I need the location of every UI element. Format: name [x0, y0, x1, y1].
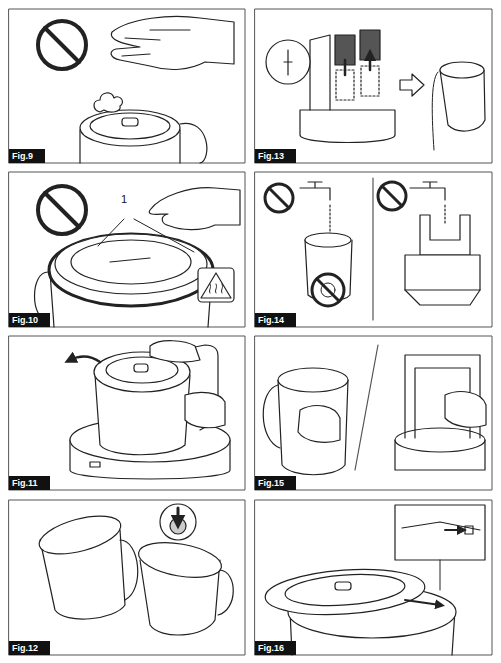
- fig14-art: [265, 178, 480, 320]
- fig13-art: [266, 30, 485, 150]
- fig12-art: [35, 504, 233, 635]
- hot-surface-symbol: [198, 268, 234, 302]
- figure-number: Fig.9: [12, 150, 33, 162]
- figure-tag: Fig.10: [9, 313, 50, 327]
- figure-number: Fig.14: [258, 314, 284, 326]
- figure-number: Fig.11: [12, 477, 38, 489]
- lid-ring: [49, 234, 213, 306]
- figure-tag: Fig.9: [9, 149, 45, 163]
- figure-tag: Fig.11: [9, 476, 50, 490]
- figure-number: Fig.13: [258, 150, 284, 162]
- fig9-art: [38, 17, 234, 163]
- fig10-art: [35, 186, 241, 327]
- callout-number: 1: [120, 193, 128, 205]
- figure-number: Fig.16: [258, 642, 284, 654]
- leader-line: [98, 219, 194, 252]
- fig16-art: [264, 505, 485, 655]
- figure-tag: Fig.13: [255, 149, 296, 163]
- fig11-art: [70, 341, 230, 479]
- figure-number: Fig.15: [258, 477, 284, 489]
- panel-frames: [9, 9, 492, 655]
- fig15-art: [263, 345, 486, 475]
- figure-tag: Fig.15: [255, 476, 296, 490]
- figure-tag: Fig.16: [255, 641, 296, 655]
- figure-number: Fig.12: [12, 642, 38, 654]
- figure-tag: Fig.12: [9, 641, 50, 655]
- figure-tag: Fig.14: [255, 313, 296, 327]
- figure-number: Fig.10: [12, 314, 38, 326]
